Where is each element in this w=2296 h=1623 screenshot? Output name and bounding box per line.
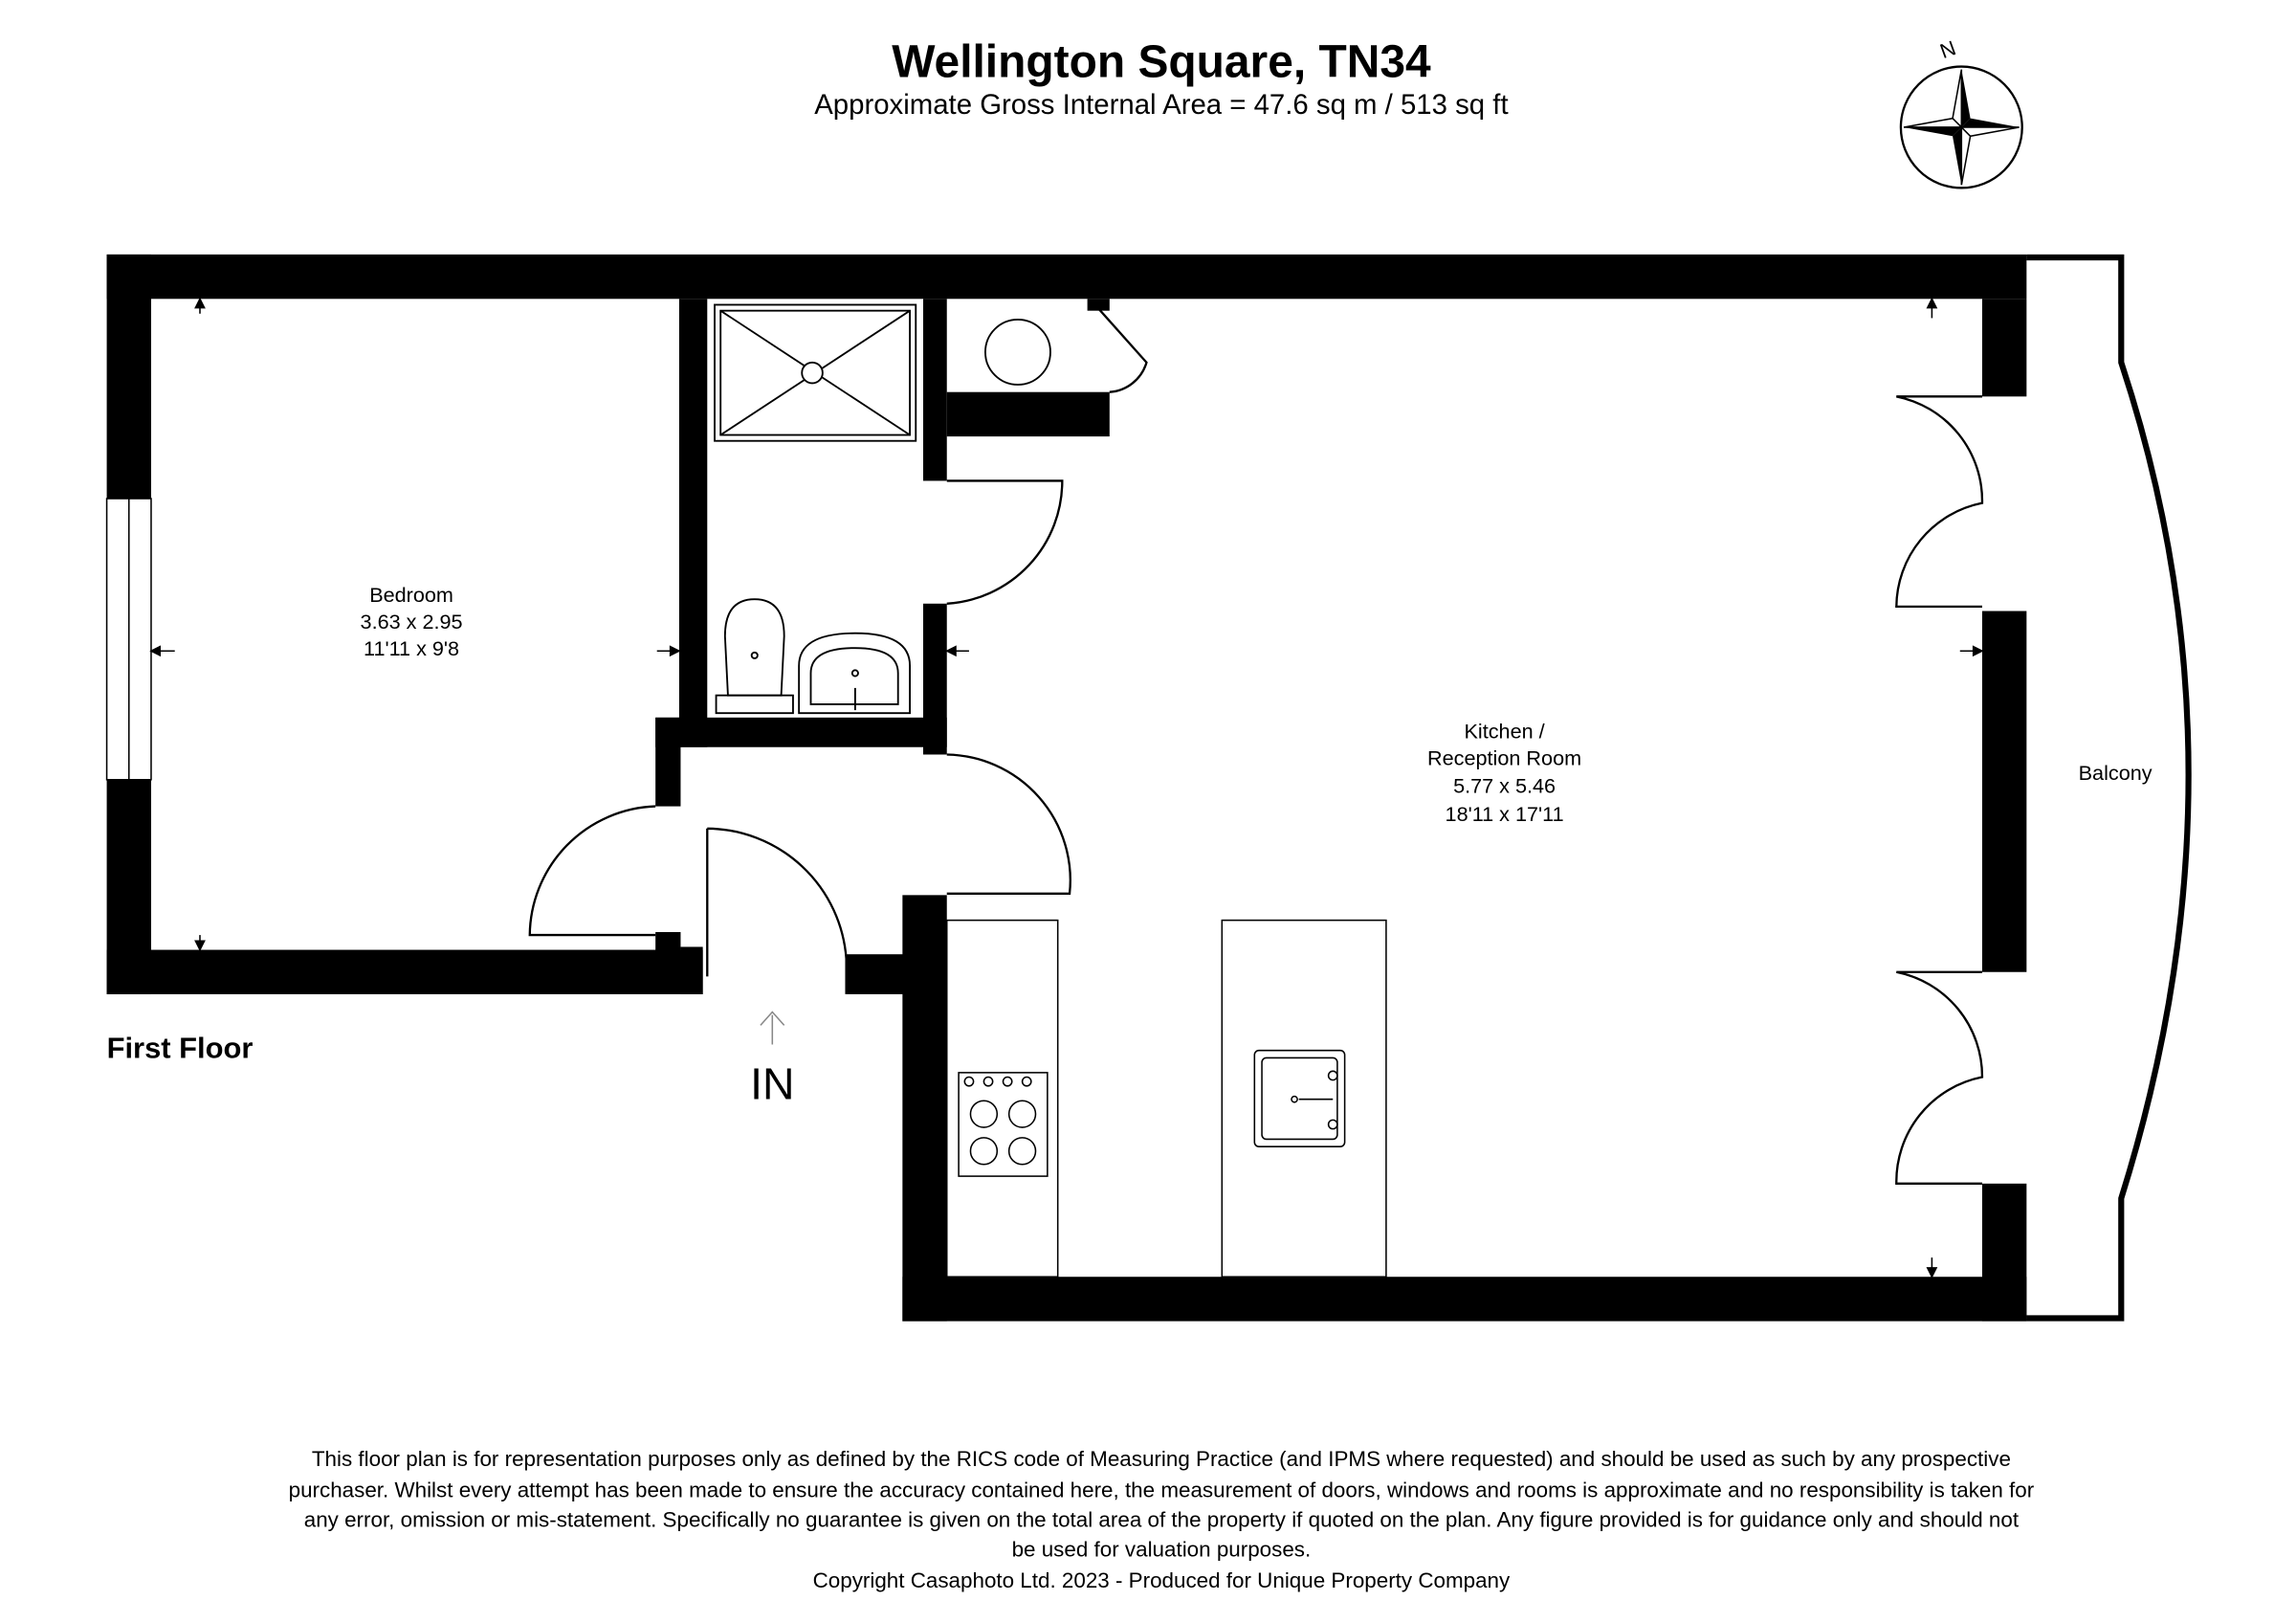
compass-rose-icon: N: [1899, 35, 2023, 189]
toilet-icon: [715, 598, 794, 715]
svg-text:Reception Room: Reception Room: [1427, 745, 1581, 769]
svg-text:Bedroom: Bedroom: [369, 583, 453, 607]
basin-icon: [798, 632, 912, 715]
svg-text:18'11 x 17'11: 18'11 x 17'11: [1446, 802, 1564, 826]
entrance-label: IN: [750, 1059, 794, 1109]
page-title: Wellington Square, TN34: [892, 36, 1431, 87]
svg-text:11'11 x 9'8: 11'11 x 9'8: [364, 636, 459, 660]
svg-text:3.63 x 2.95: 3.63 x 2.95: [361, 610, 463, 634]
svg-text:any error, omission or mis-sta: any error, omission or mis-statement. Sp…: [304, 1508, 2020, 1532]
entrance-arrow-icon: [760, 1011, 785, 1045]
boiler-cupboard-icon: [984, 319, 1051, 386]
room-label-bedroom: Bedroom 3.63 x 2.95 11'11 x 9'8: [361, 583, 463, 660]
kitchen-counter: [945, 919, 1059, 1278]
svg-text:This floor plan is for represe: This floor plan is for representation pu…: [312, 1447, 2011, 1471]
floor-label: First Floor: [107, 1031, 254, 1064]
svg-text:5.77 x 5.46: 5.77 x 5.46: [1453, 774, 1556, 798]
copyright: Copyright Casaphoto Ltd. 2023 - Produced…: [813, 1568, 1511, 1592]
walls: [106, 254, 2027, 1322]
room-label-balcony: Balcony: [2079, 761, 2152, 785]
svg-text:be used for valuation purposes: be used for valuation purposes.: [1012, 1537, 1312, 1561]
shower-tray: [714, 303, 917, 442]
svg-text:purchaser. Whilst every attemp: purchaser. Whilst every attempt has been…: [289, 1478, 2035, 1502]
svg-text:Kitchen /: Kitchen /: [1465, 719, 1546, 743]
area-subtitle: Approximate Gross Internal Area = 47.6 s…: [814, 89, 1508, 121]
balcony-outline: [2026, 254, 2192, 1322]
window: [105, 498, 152, 781]
compass-north-label: N: [1936, 35, 1958, 63]
room-label-kitchen-reception: Kitchen / Reception Room 5.77 x 5.46 18'…: [1427, 719, 1581, 826]
disclaimer: This floor plan is for representation pu…: [289, 1447, 2035, 1561]
dimension-arrows: [149, 297, 1984, 1278]
kitchen-island: [1221, 919, 1387, 1278]
doors[interactable]: [528, 306, 1984, 1185]
